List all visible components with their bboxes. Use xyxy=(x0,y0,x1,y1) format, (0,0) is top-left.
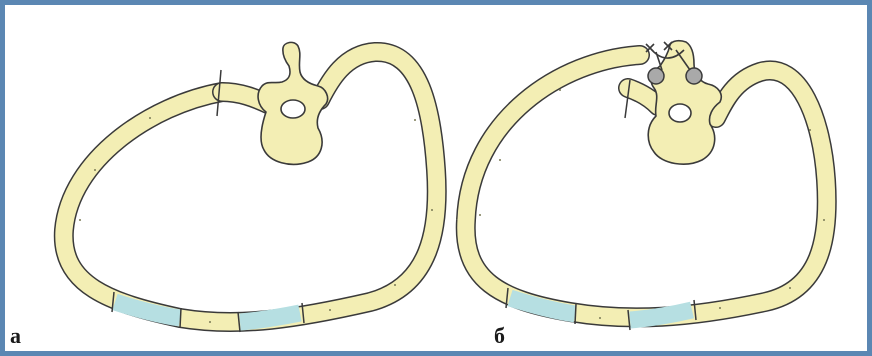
panel-a-label: а xyxy=(10,325,21,347)
panel-a-spinal-canal xyxy=(281,100,305,118)
panel-b-spinal-canal xyxy=(669,104,691,122)
panel-a-drawing xyxy=(64,42,437,332)
panel-b-label: б xyxy=(494,325,505,347)
panel-a-cartilage-right xyxy=(240,313,300,322)
panel-b-cartilage-right xyxy=(630,310,692,320)
panel-b-screw-left xyxy=(648,68,664,84)
panel-b-screw-right xyxy=(686,68,702,84)
panel-b-cartilage-left xyxy=(510,298,575,314)
panel-b-drawing xyxy=(466,41,827,330)
panel-a-cartilage-left xyxy=(115,302,180,318)
